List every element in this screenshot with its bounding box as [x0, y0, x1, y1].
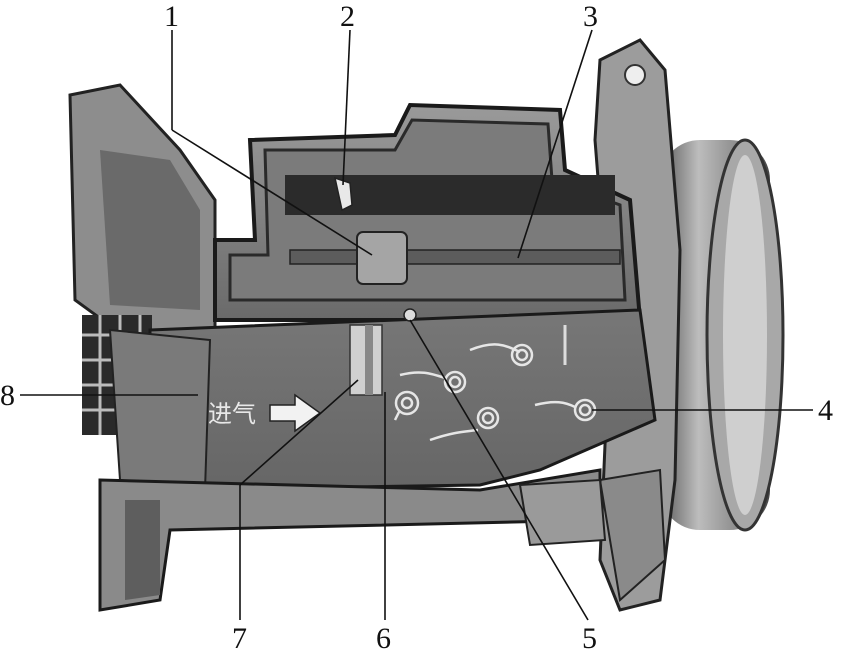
intake-flow-indicator: 进气	[208, 393, 322, 433]
air-channel	[98, 308, 657, 612]
callout-4: 4	[818, 394, 833, 427]
leader-lines	[20, 29, 813, 621]
leader-1b	[171, 129, 373, 256]
electronics-cover	[213, 102, 643, 322]
connector-housing	[68, 83, 217, 342]
outlet-pipe	[660, 138, 785, 532]
karman-vortices	[393, 343, 597, 442]
callout-5: 5	[582, 622, 597, 654]
flow-label: 进气	[208, 400, 256, 428]
sensor-parts	[289, 176, 621, 396]
led-emitter	[333, 176, 353, 212]
callout-8: 8	[0, 379, 15, 412]
callout-3: 3	[583, 0, 598, 33]
flow-arrow-icon	[269, 393, 322, 433]
leader-2	[342, 29, 351, 186]
leader-5	[409, 319, 589, 621]
leader-3	[517, 29, 593, 259]
pressure-port	[403, 308, 417, 322]
callout-1: 1	[164, 0, 179, 33]
reflector-mirror	[356, 231, 408, 285]
leader-7	[239, 379, 359, 486]
callout-7: 7	[232, 622, 247, 654]
callout-6: 6	[376, 622, 391, 654]
callout-2: 2	[340, 0, 355, 33]
